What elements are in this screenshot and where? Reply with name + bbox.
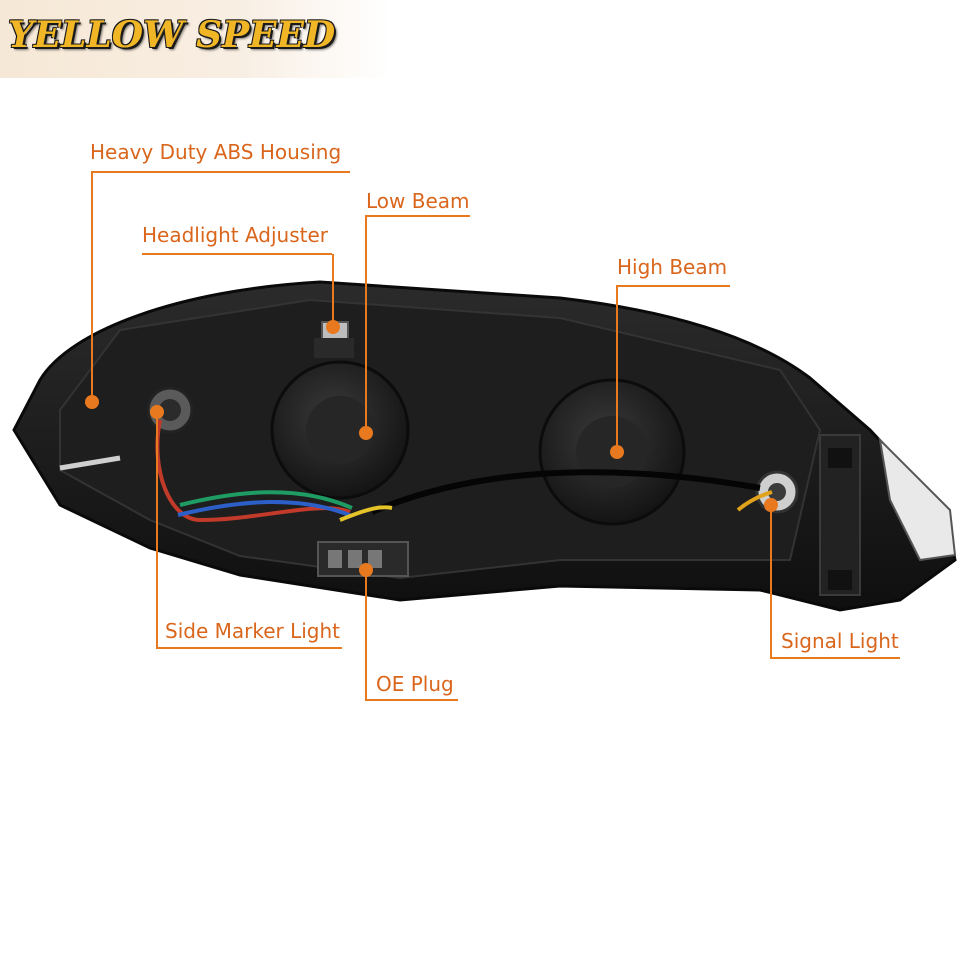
callout-dots <box>85 320 778 577</box>
callout-adjuster-label: Headlight Adjuster <box>142 223 329 247</box>
wire-red <box>155 419 351 523</box>
callout-low-beam-label: Low Beam <box>366 189 470 213</box>
wire-harness-black <box>370 469 761 515</box>
callout-high-beam-label: High Beam <box>617 255 728 279</box>
wire-blue <box>177 500 353 518</box>
callout-side-marker-label: Side Marker Light <box>165 619 341 643</box>
wire-green <box>179 490 353 510</box>
callout-lines <box>91 171 900 701</box>
wire-yellow <box>339 505 393 522</box>
callout-housing-label: Heavy Duty ABS Housing <box>90 140 342 164</box>
callout-oe-plug-label: OE Plug <box>376 672 454 696</box>
brand-logo: YELLOW SPEED <box>8 14 336 56</box>
wire-signal <box>736 490 773 512</box>
lens-edge <box>878 437 957 562</box>
brand-logo-banner: YELLOW SPEED <box>0 0 390 78</box>
callout-signal-label: Signal Light <box>781 629 899 653</box>
